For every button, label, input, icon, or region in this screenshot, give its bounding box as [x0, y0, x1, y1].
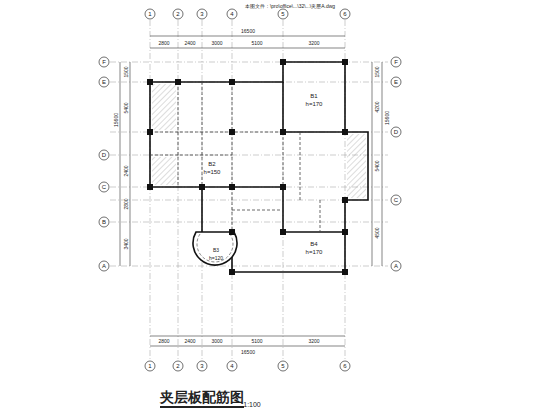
plan-label: 3000 [210, 339, 223, 344]
plan-label: C [394, 197, 398, 203]
plan-label: 2 [176, 11, 179, 17]
plan-label: 5 [281, 11, 284, 17]
plan-label: 3 [200, 11, 203, 17]
plan-label: 1500 [375, 65, 380, 78]
plan-label: 2400 [183, 339, 196, 344]
plan-label: 2800 [157, 339, 170, 344]
plan-label: 1500 [124, 65, 129, 78]
plan-label: 16500 [240, 29, 256, 34]
plan-label: D [102, 152, 106, 158]
plan-label: 3 [200, 363, 203, 369]
plan-label: 6 [343, 363, 346, 369]
plan-label: h=170 [306, 249, 323, 255]
plan-label: 2400 [183, 41, 196, 46]
plan-label: h=170 [306, 101, 323, 107]
plan-label: B4 [310, 241, 317, 247]
plan-label: 5400 [375, 159, 380, 172]
plan-label: C [102, 184, 106, 190]
plan-label: 3400 [124, 237, 129, 250]
plan-label: 5100 [250, 41, 263, 46]
plan-label: 2400 [124, 164, 129, 177]
plan-label: 3200 [307, 339, 320, 344]
plan-label: B3 [213, 248, 219, 253]
plan-label: 1 [148, 363, 151, 369]
plan-label: 16500 [240, 350, 256, 355]
plan-label: A [102, 263, 106, 269]
plan-label: 4500 [375, 226, 380, 239]
plan-label: 5100 [250, 339, 263, 344]
plan-label: 2800 [157, 41, 170, 46]
plan-label: 4200 [375, 100, 380, 113]
plan-label: 5 [281, 363, 284, 369]
plan-label: B1 [310, 93, 317, 99]
plan-label: 1 [148, 11, 151, 17]
plan-label: 3200 [307, 41, 320, 46]
plan-label: B2 [208, 161, 215, 167]
plan-label: E [102, 79, 106, 85]
plan-label: 15600 [114, 112, 119, 128]
plan-label: 2800 [124, 197, 129, 210]
plan-label: B [102, 219, 106, 225]
plan-label: A [394, 263, 398, 269]
plan-label: 4 [230, 363, 233, 369]
plan-label: h=120 [209, 256, 223, 261]
plan-label: 4 [230, 11, 233, 17]
plan-label: 2 [176, 363, 179, 369]
plan-label: F [394, 59, 398, 65]
plan-label: h=150 [204, 169, 221, 175]
plan-label: 3000 [210, 41, 223, 46]
plan-label: 15600 [385, 110, 390, 126]
plan-label: 5400 [124, 101, 129, 114]
drawing-title: 夹层板配筋图 [160, 390, 244, 408]
plan-label: 1:100 [243, 401, 261, 408]
plan-label: 本图文件：\pro\office\...\32\...\夹层A.dwg [245, 4, 335, 9]
plan-label: E [394, 79, 398, 85]
plan-label: 6 [343, 11, 346, 17]
plan-label: F [102, 59, 106, 65]
plan-label: D [394, 129, 398, 135]
